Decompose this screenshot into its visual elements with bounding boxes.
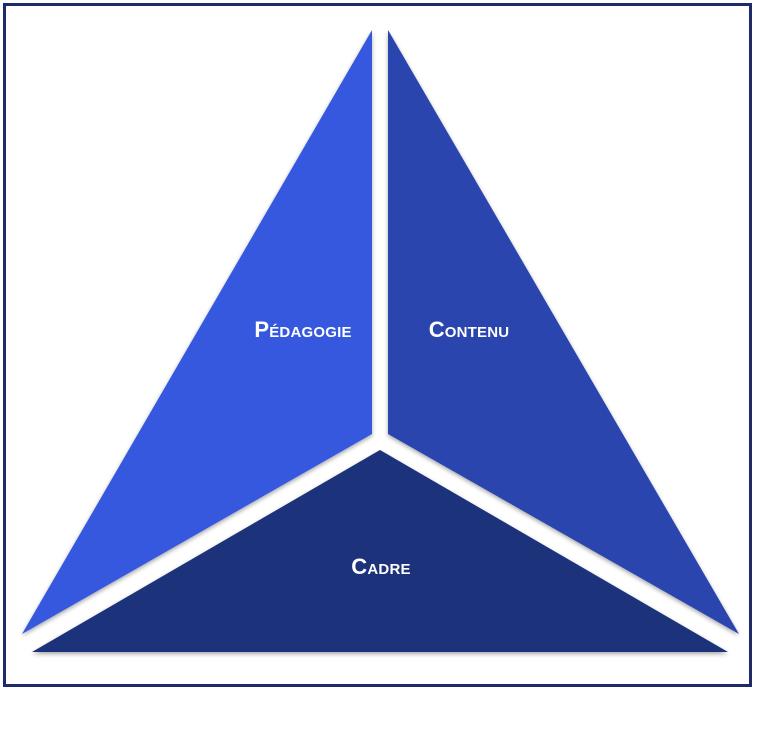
segment-pedagogie-shape (22, 30, 372, 634)
segment-contenu-label: Contenu (429, 317, 510, 342)
segment-pedagogie-label: Pédagogie (254, 317, 351, 342)
segment-cadre: Cadre (32, 450, 728, 652)
segment-contenu-shape (388, 30, 739, 634)
segment-cadre-label: Cadre (351, 554, 410, 579)
segment-pedagogie: Pédagogie (22, 30, 372, 634)
segment-cadre-shape (32, 450, 728, 652)
segment-contenu: Contenu (388, 30, 739, 634)
